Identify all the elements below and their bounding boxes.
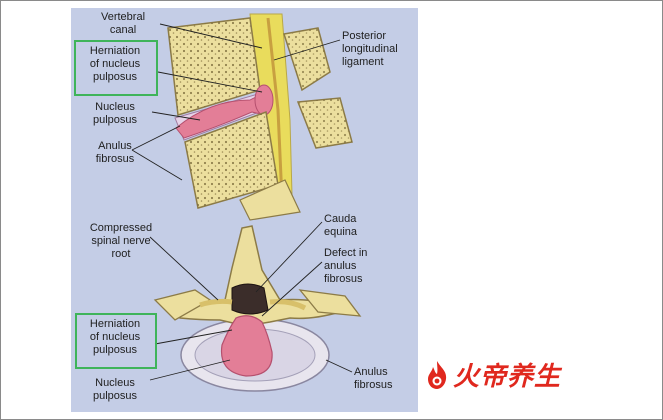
flame-logo-icon [428,360,447,389]
sagittal-view [131,13,353,221]
watermark: 火帝养生 [425,356,561,393]
ligament-line [266,17,284,201]
nucleus-axial [220,315,273,377]
cauda-equina-shape [231,283,269,315]
watermark-text: 火帝养生 [453,362,562,392]
axial-view [149,221,362,392]
herniation-bulge [254,84,274,116]
highlight-box-bottom [75,313,157,369]
highlight-box-top [74,40,158,96]
